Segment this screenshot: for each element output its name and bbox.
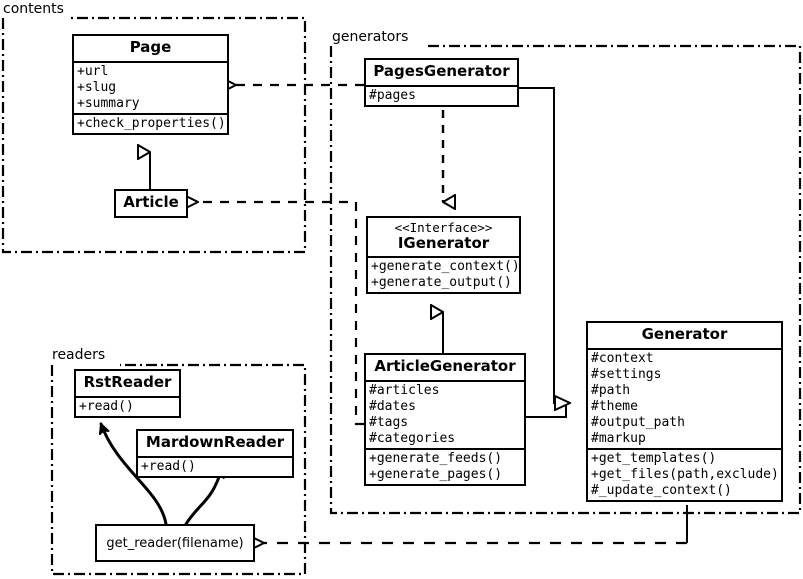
class-title-articlegenerator: ArticleGenerator <box>374 357 516 375</box>
class-box-pagesgenerator[interactable]: PagesGenerator #pages <box>364 58 519 107</box>
attribute-row: #context <box>591 350 654 366</box>
class-title-article: Article <box>123 193 179 211</box>
function-node-get-reader[interactable]: get_reader(filename) <box>95 524 255 562</box>
class-operations-page: +check_properties() <box>74 112 227 133</box>
class-title-generator: Generator <box>641 325 728 343</box>
class-operations-rstreader: +read() <box>76 395 179 416</box>
class-attributes-pagesgenerator: #pages <box>366 84 517 105</box>
function-node-label: get_reader(filename) <box>106 535 244 551</box>
class-title-rstreader: RstReader <box>83 373 172 391</box>
attribute-row: #articles <box>369 382 440 398</box>
attribute-row: #markup <box>591 430 646 446</box>
attribute-row: #dates <box>369 398 416 414</box>
class-operations-articlegenerator: +generate_feeds() +generate_pages() <box>366 447 524 484</box>
operation-row: +read() <box>141 458 196 474</box>
class-attributes-page: +url +slug +summary <box>74 60 227 113</box>
class-title-igenerator: IGenerator <box>397 234 490 253</box>
class-box-igenerator[interactable]: <<Interface>> IGenerator +generate_conte… <box>366 216 521 294</box>
attribute-row: #pages <box>369 87 416 103</box>
class-header-igenerator: <<Interface>> IGenerator <box>368 218 519 256</box>
class-box-articlegenerator[interactable]: ArticleGenerator #articles #dates #tags … <box>364 353 526 486</box>
class-box-article[interactable]: Article <box>114 189 188 218</box>
package-label-contents: contents <box>3 1 64 17</box>
operation-row: +get_files(path,exclude) <box>591 466 779 482</box>
class-attributes-articlegenerator: #articles #dates #tags #categories <box>366 379 524 448</box>
class-box-page[interactable]: Page +url +slug +summary +check_properti… <box>72 34 229 135</box>
operation-row: +generate_pages() <box>369 466 503 482</box>
attribute-row: #theme <box>591 398 638 414</box>
attribute-row: #categories <box>369 430 456 446</box>
operation-row: +generate_context() <box>371 258 520 274</box>
class-operations-igenerator: +generate_context() +generate_output() <box>368 255 520 292</box>
class-box-rstreader[interactable]: RstReader +read() <box>74 369 181 418</box>
class-attributes-generator: #context #settings #path #theme #output_… <box>588 347 781 448</box>
package-label-generators: generators <box>332 29 409 45</box>
generalization-pagesgenerator-to-generator <box>519 87 566 404</box>
attribute-row: +url <box>77 63 109 79</box>
attribute-row: #path <box>591 382 631 398</box>
generalization-articlegenerator-to-generator <box>526 403 567 418</box>
attribute-row: +slug <box>77 79 117 95</box>
dependency-articlegenerator-to-article <box>198 202 364 426</box>
class-title-page: Page <box>129 38 172 56</box>
attribute-row: #output_path <box>591 414 685 430</box>
package-label-readers: readers <box>52 347 106 363</box>
class-stereotype-igenerator: <<Interface>> <box>394 220 493 235</box>
class-title-mardownreader: MardownReader <box>145 433 285 451</box>
attribute-row: +summary <box>77 95 140 111</box>
class-box-generator[interactable]: Generator #context #settings #path #them… <box>586 321 783 502</box>
class-operations-generator: +get_templates() +get_files(path,exclude… <box>588 447 781 500</box>
class-operations-mardownreader: +read() <box>138 455 292 476</box>
operation-row: +generate_feeds() <box>369 450 503 466</box>
attribute-row: #tags <box>369 414 409 430</box>
class-box-mardownreader[interactable]: MardownReader +read() <box>136 429 294 478</box>
operation-row: +get_templates() <box>591 450 717 466</box>
class-title-pagesgenerator: PagesGenerator <box>373 62 510 80</box>
operation-row: +read() <box>79 398 134 414</box>
operation-row: +check_properties() <box>77 115 226 131</box>
attribute-row: #settings <box>591 366 662 382</box>
operation-row: #_update_context() <box>591 482 732 498</box>
operation-row: +generate_output() <box>371 274 512 290</box>
